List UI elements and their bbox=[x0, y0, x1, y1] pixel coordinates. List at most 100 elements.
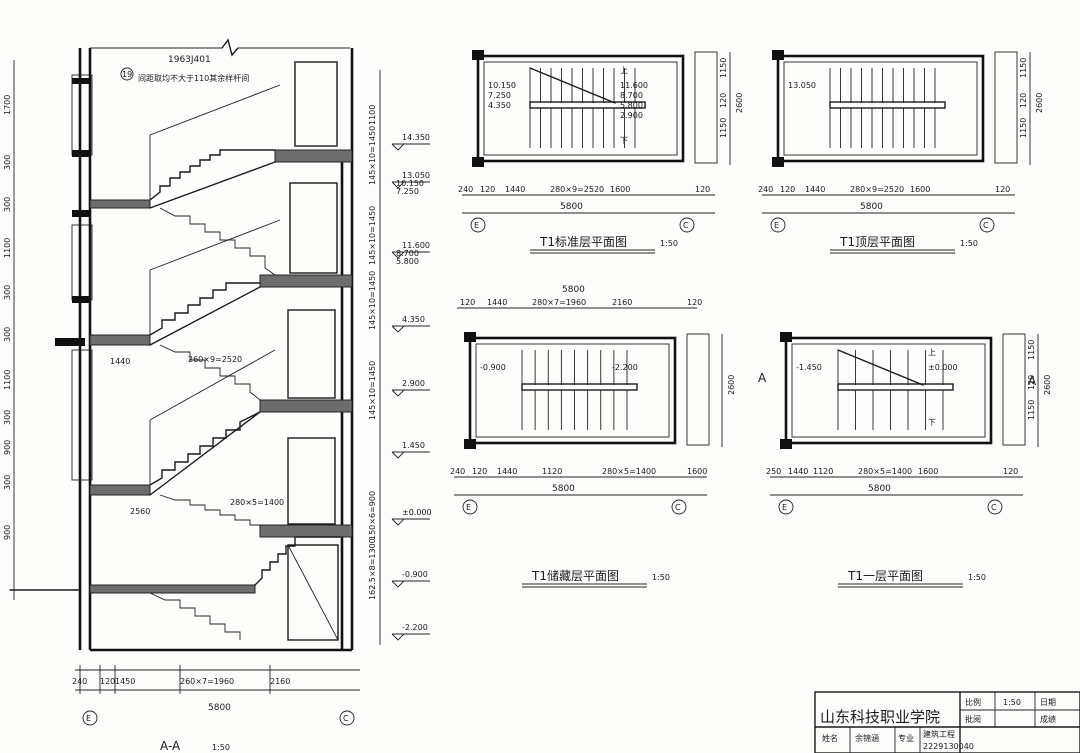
plan-side-total: 2600 bbox=[727, 375, 736, 395]
plan-title: T1一层平面图 bbox=[847, 569, 923, 583]
section-elevation: 5.800 bbox=[396, 257, 419, 266]
plan-side-total: 2600 bbox=[1035, 93, 1044, 113]
plans: 上下10.1507.2504.35011.6008.7005.8002.9001… bbox=[450, 50, 1052, 588]
section-elevation: 2.900 bbox=[402, 379, 425, 388]
plan-bottom-dim: 1440 bbox=[505, 185, 525, 194]
scale-value: 1:50 bbox=[1003, 698, 1021, 707]
section-left-dim: 300 bbox=[3, 475, 12, 490]
plan-axis-left: E bbox=[774, 221, 779, 230]
plan-bottom-dim: 120 bbox=[480, 185, 495, 194]
plan-elevation: 13.050 bbox=[788, 81, 816, 90]
plan-bottom-dim: 1600 bbox=[687, 467, 707, 476]
plan-bottom-dim: 1440 bbox=[788, 467, 808, 476]
section-right-dim: 145×10=1450 bbox=[368, 361, 377, 420]
section-elevation: 10.150 bbox=[396, 179, 424, 188]
plan-side-dim: 1150 bbox=[1019, 58, 1028, 78]
plan-bottom-dim: 120 bbox=[780, 185, 795, 194]
plan-bottom-dim: 120 bbox=[695, 185, 710, 194]
plan-total: 5800 bbox=[860, 202, 883, 212]
railings bbox=[149, 84, 281, 485]
plan-mark-up: 上 bbox=[620, 66, 628, 75]
section-elevations: 14.35013.05010.1507.25011.6008.7005.8004… bbox=[391, 133, 432, 641]
plan-bottom-dim: 120 bbox=[995, 185, 1010, 194]
section-elevation: 14.350 bbox=[402, 133, 430, 142]
note-text: 间距取均不大于110其余样杆间 bbox=[138, 73, 249, 83]
plan-bottom-dim: 1120 bbox=[813, 467, 833, 476]
plan-side-dim: 120 bbox=[1027, 375, 1036, 390]
plan-bottom-dim: 240 bbox=[458, 185, 473, 194]
bottom-inner-dim: 2560 bbox=[130, 507, 150, 516]
scale-label: 比例 bbox=[965, 697, 981, 707]
plan-mark-up: 上 bbox=[928, 348, 936, 357]
stair-flights bbox=[149, 149, 341, 640]
section-left-dim: 1100 bbox=[3, 370, 12, 390]
section-elevation: -2.200 bbox=[402, 623, 428, 632]
plan-side-dim: 1150 bbox=[1019, 118, 1028, 138]
flight-dim-lower: 280×5=1400 bbox=[230, 498, 284, 507]
plan-top-dim: 120 bbox=[687, 298, 702, 307]
date-label: 日期 bbox=[1040, 698, 1056, 707]
section-left-dim: 300 bbox=[3, 285, 12, 300]
plan-bottom-dim: 280×9=2520 bbox=[550, 185, 604, 194]
plan-elevation: 7.250 bbox=[488, 91, 511, 100]
section-bottom-dim: 1450 bbox=[115, 677, 135, 686]
plan-elevation: 5.800 bbox=[620, 101, 643, 110]
plan-bottom-dim: 280×9=2520 bbox=[850, 185, 904, 194]
section-right-dim: 1100 bbox=[368, 105, 377, 125]
section-left-dim: 300 bbox=[3, 197, 12, 212]
plan-elevation: 4.350 bbox=[488, 101, 511, 110]
plan-elevation: -2.200 bbox=[612, 363, 638, 372]
plan-elevation: 8.700 bbox=[620, 91, 643, 100]
major-value: 建筑工程 bbox=[923, 729, 955, 739]
plan-total: 5800 bbox=[552, 484, 575, 494]
plan-mark-down: 下 bbox=[928, 418, 936, 427]
plan-scale: 1:50 bbox=[968, 573, 986, 582]
section-right-dim: 145×10=1450 bbox=[368, 271, 377, 330]
plan-elevation: 10.150 bbox=[488, 81, 516, 90]
section-view: 1963J401 19 间距取均不大于110其余样杆间 1440 260×9=2… bbox=[3, 38, 432, 753]
plan-bottom-dim: 280×5=1400 bbox=[858, 467, 912, 476]
plan-standard: 上下10.1507.2504.35011.6008.7005.8002.9001… bbox=[458, 50, 744, 254]
plan-elevation: 11.600 bbox=[620, 81, 648, 90]
section-cut-mark: A bbox=[758, 371, 767, 385]
plan-side-dim: 1150 bbox=[719, 118, 728, 138]
plan-side-dim: 1150 bbox=[719, 58, 728, 78]
name-label: 姓名 bbox=[822, 733, 838, 743]
plan-side-total: 2600 bbox=[735, 93, 744, 113]
section-left-dim: 900 bbox=[3, 525, 12, 540]
section-bottom-dim: 260×7=1960 bbox=[180, 677, 234, 686]
plan-top-total: 5800 bbox=[562, 285, 585, 295]
plan-elevation: -1.450 bbox=[796, 363, 822, 372]
plan-bottom-dim: 1440 bbox=[497, 467, 517, 476]
axis-left: E bbox=[86, 714, 91, 723]
grade-label: 成绩 bbox=[1040, 714, 1056, 724]
plan-side-dim: 1150 bbox=[1027, 400, 1036, 420]
major-label: 专业 bbox=[898, 733, 914, 743]
section-right-dim: 145×10=1450 bbox=[368, 206, 377, 265]
plan-title: T1标准层平面图 bbox=[539, 235, 627, 249]
plan-scale: 1:50 bbox=[960, 239, 978, 248]
student-no: 2229130040 bbox=[923, 742, 974, 751]
plan-top-dim: 2160 bbox=[612, 298, 632, 307]
section-left-dim: 300 bbox=[3, 327, 12, 342]
section-left-dim: 300 bbox=[3, 155, 12, 170]
plan-bottom-dim: 240 bbox=[758, 185, 773, 194]
plan-bottom-dim: 280×5=1400 bbox=[602, 467, 656, 476]
axis-right: C bbox=[343, 714, 349, 723]
section-left-dim: 1100 bbox=[3, 238, 12, 258]
landing-dim: 1440 bbox=[110, 357, 130, 366]
plan-bottom-dim: 1600 bbox=[610, 185, 630, 194]
plan-total: 5800 bbox=[560, 202, 583, 212]
section-scale: 1:50 bbox=[212, 743, 230, 752]
plan-axis-left: E bbox=[466, 503, 471, 512]
section-right-dim: 150×6=900 bbox=[368, 491, 377, 540]
note-tag: 19 bbox=[122, 70, 132, 79]
plan-scale: 1:50 bbox=[660, 239, 678, 248]
plan-bottom-dim: 120 bbox=[472, 467, 487, 476]
plan-axis-left: E bbox=[782, 503, 787, 512]
plan-scale: 1:50 bbox=[652, 573, 670, 582]
plan-bottom-dim: 120 bbox=[1003, 467, 1018, 476]
plan-title: T1顶层平面图 bbox=[839, 235, 915, 249]
